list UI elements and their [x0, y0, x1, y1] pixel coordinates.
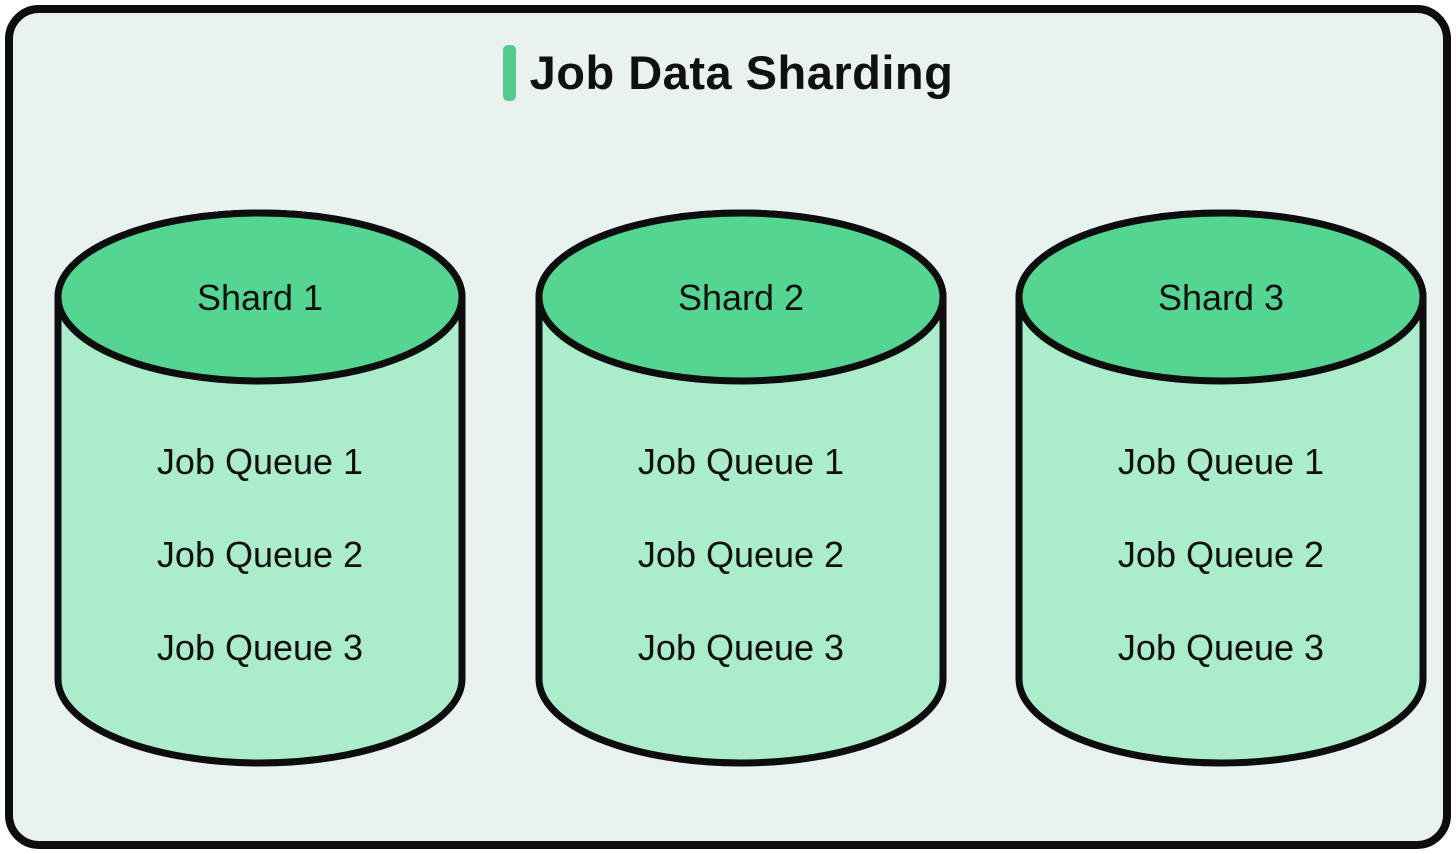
- shard-name: Shard 3: [1157, 277, 1285, 318]
- job-queue-label: Job Queue 1: [637, 441, 845, 482]
- job-queue-label: Job Queue 3: [637, 627, 845, 668]
- job-queue-label: Job Queue 1: [156, 441, 364, 482]
- job-queue-label: Job Queue 3: [1117, 627, 1325, 668]
- database-cylinder-icon: [1015, 209, 1427, 767]
- shard-cylinder-1: Shard 1 Job Queue 1 Job Queue 2 Job Queu…: [49, 208, 471, 768]
- shard-name: Shard 1: [196, 277, 324, 318]
- title-accent-bar: [502, 45, 516, 101]
- job-queue-label: Job Queue 2: [1117, 534, 1325, 575]
- diagram-canvas: Job Data Sharding Shard 1 Job Queue 1 Jo…: [5, 5, 1451, 849]
- shard-cylinder-3: Shard 3 Job Queue 1 Job Queue 2 Job Queu…: [1010, 208, 1432, 768]
- database-cylinder-icon: [535, 209, 947, 767]
- shard-name: Shard 2: [677, 277, 805, 318]
- job-queue-label: Job Queue 1: [1117, 441, 1325, 482]
- shard-cylinder-2: Shard 2 Job Queue 1 Job Queue 2 Job Queu…: [530, 208, 952, 768]
- job-queue-label: Job Queue 3: [156, 627, 364, 668]
- job-queue-label: Job Queue 2: [637, 534, 845, 575]
- job-queue-label: Job Queue 2: [156, 534, 364, 575]
- page-title: Job Data Sharding: [529, 46, 954, 99]
- title-block: Job Data Sharding: [13, 41, 1443, 105]
- database-cylinder-icon: [54, 209, 466, 767]
